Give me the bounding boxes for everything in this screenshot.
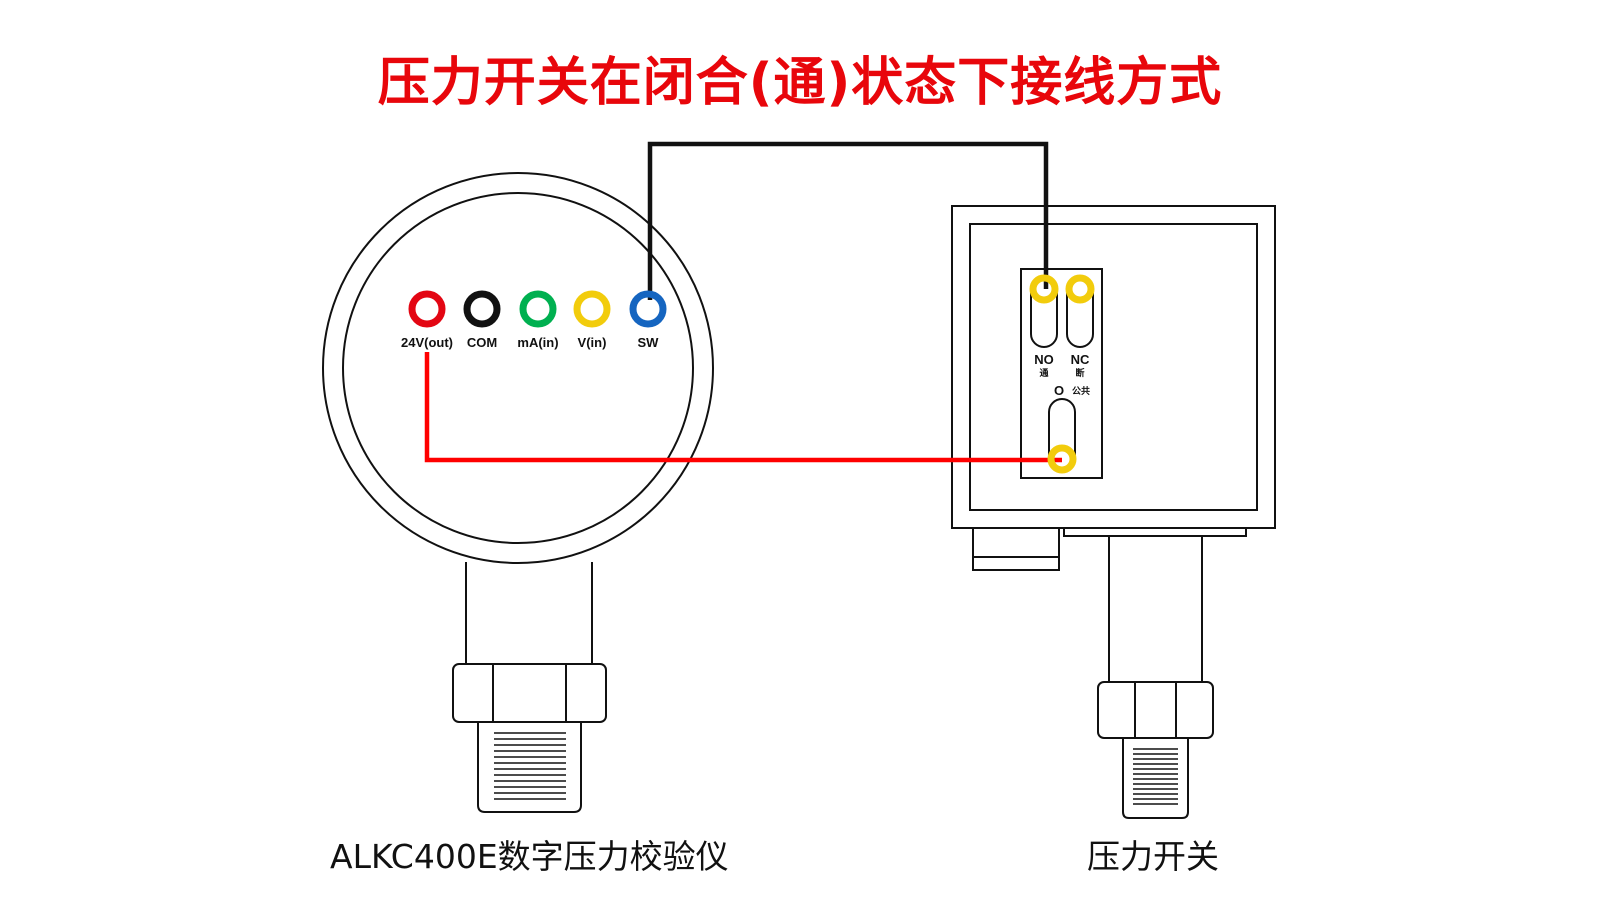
switch-thread	[1122, 738, 1189, 819]
nc-terminal	[1065, 274, 1095, 304]
terminal-com	[463, 290, 501, 328]
common-label: O	[1054, 383, 1064, 398]
pressure-switch-device	[951, 205, 1276, 819]
calibrator-terminals: 24V(out) COM mA(in) V(in) SW	[401, 290, 667, 350]
diagram-title: 压力开关在闭合(通)状态下接线方式	[377, 53, 1223, 113]
nc-sublabel: 断	[1075, 367, 1084, 379]
calibrator-neck	[465, 562, 593, 664]
terminal-24v-out	[408, 290, 446, 328]
terminal-sw	[629, 290, 667, 328]
black-wire	[647, 141, 1049, 300]
switch-name: 压力开关	[1087, 837, 1219, 876]
switch-hex-nut	[1097, 681, 1214, 739]
switch-terminals	[1029, 274, 1095, 474]
switch-cable-connector	[972, 527, 1060, 571]
terminal-label: SW	[638, 335, 660, 350]
terminal-v-in	[573, 290, 611, 328]
calibrator-inner-ring	[342, 192, 694, 544]
terminal-ma-in	[519, 290, 557, 328]
common-sublabel: 公共	[1072, 385, 1090, 397]
calibrator-thread-lines	[494, 732, 566, 800]
switch-stem	[1108, 536, 1203, 682]
no-sublabel: 通	[1039, 367, 1048, 379]
calibrator-thread	[477, 722, 582, 813]
no-label: NO	[1034, 352, 1054, 367]
terminal-label: V(in)	[578, 335, 607, 350]
calibrator-name: ALKC400E数字压力校验仪	[330, 837, 729, 876]
calibrator-outer-ring	[322, 172, 714, 564]
terminal-label: 24V(out)	[401, 335, 453, 350]
common-terminal	[1047, 444, 1077, 474]
red-wire	[424, 352, 1062, 463]
terminal-label: COM	[467, 335, 497, 350]
switch-thread-lines	[1133, 748, 1178, 805]
no-terminal	[1029, 274, 1059, 304]
switch-outer-box	[951, 205, 1276, 529]
calibrator-hex-nut	[452, 663, 607, 723]
terminal-label: mA(in)	[517, 335, 558, 350]
switch-flange	[1063, 527, 1247, 537]
switch-terminal-block	[1020, 268, 1103, 479]
nc-label: NC	[1071, 352, 1090, 367]
switch-inner-box	[969, 223, 1258, 511]
calibrator-device	[322, 172, 714, 813]
